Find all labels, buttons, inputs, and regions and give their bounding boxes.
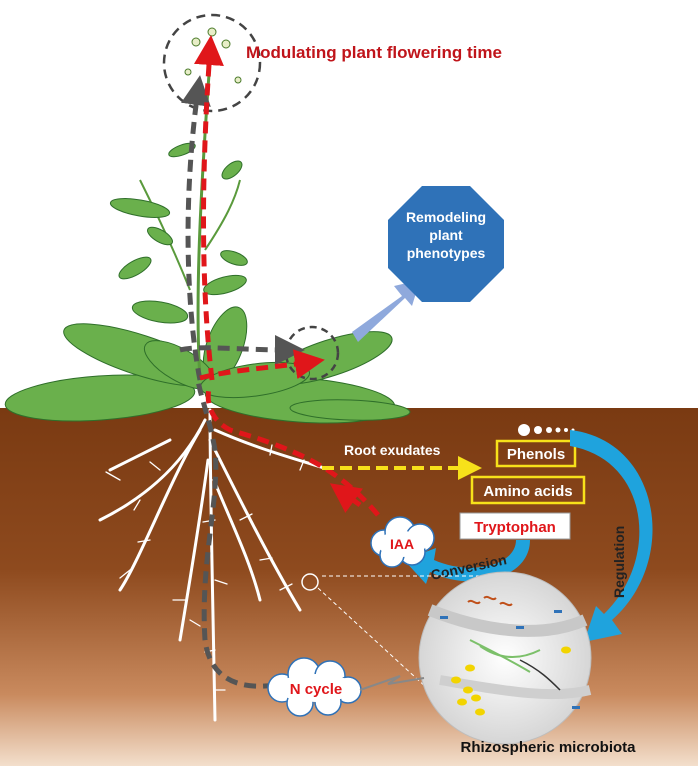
amino-acids-label: Amino acids [483,483,572,500]
dots-decoration [518,424,575,436]
tryptophan-label: Tryptophan [474,519,556,536]
iaa-label: IAA [390,536,414,552]
root-exudates-label: Root exudates [344,442,441,458]
remodeling-octagon [388,186,504,302]
soil-layer [0,408,698,766]
phenotype-arrow [352,280,420,342]
amino-acids-box [470,475,586,505]
microbiota-label: Rhizospheric microbiota [460,739,636,756]
remodeling-line3: phenotypes [407,245,486,261]
phenols-box [495,439,577,468]
red-arrow-leaf [199,349,325,381]
regulation-arrow [570,430,653,642]
flower-buds [184,27,242,100]
plant-roots [98,408,332,722]
root-zoom-circle [301,573,319,591]
remodeling-line2: plant [429,227,463,243]
regulation-label: Regulation [611,526,627,598]
remodeling-line1: Remodeling [406,209,486,225]
gray-arrow-leaf [179,334,305,365]
red-arrow-up [193,35,224,381]
gray-arrow-root [195,379,276,689]
flowering-title: Modulating plant flowering time [246,43,502,62]
tryptophan-box [459,512,571,540]
n-cycle-bolt [359,675,425,691]
flower-highlight-circle [162,13,262,113]
gray-arrow-up [181,75,211,381]
microbiota-details [427,595,592,716]
phenols-label: Phenols [507,446,565,463]
n-cycle-label: N cycle [290,681,343,698]
